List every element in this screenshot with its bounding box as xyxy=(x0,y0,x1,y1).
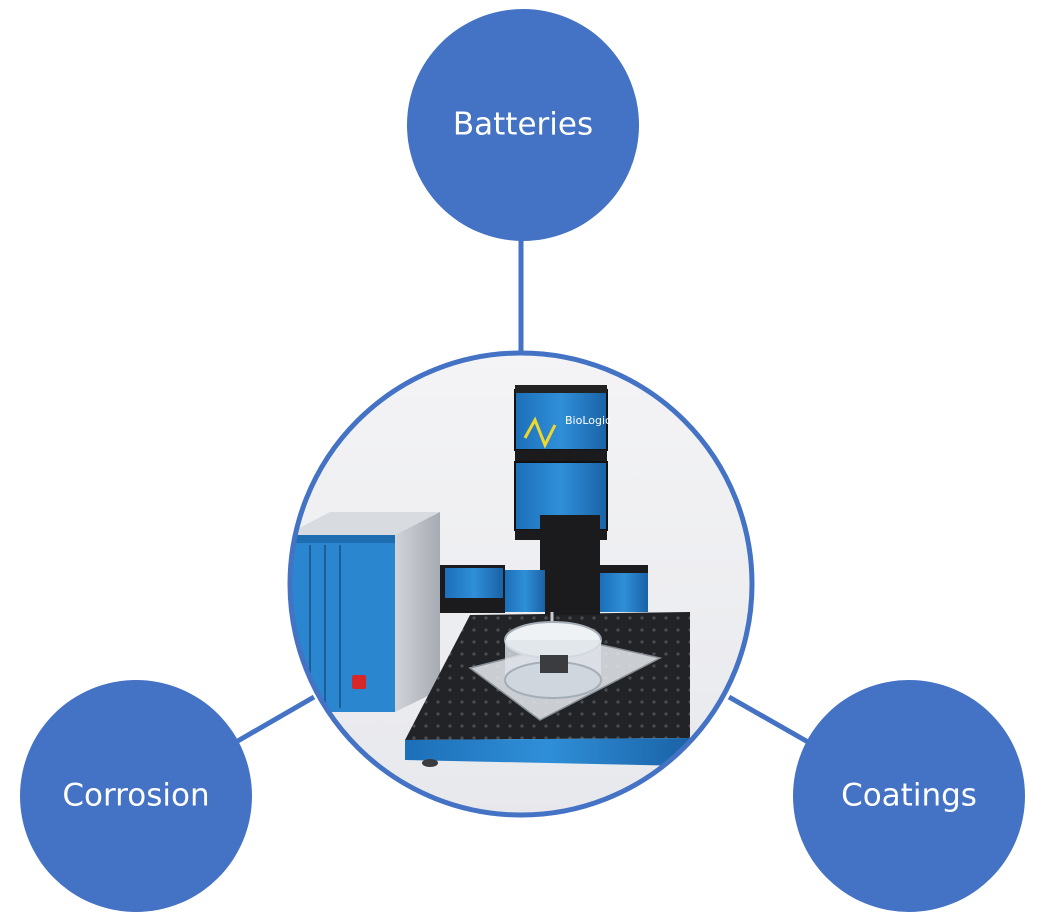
center-photo-circle: BioLogic xyxy=(287,350,755,818)
connector-lines xyxy=(234,240,810,745)
node-batteries: Batteries xyxy=(407,9,639,241)
node-label-batteries: Batteries xyxy=(453,107,593,143)
node-label-corrosion: Corrosion xyxy=(62,778,209,814)
scanner-arm xyxy=(440,565,648,630)
node-corrosion: Corrosion xyxy=(20,680,252,912)
connector-corrosion xyxy=(234,694,316,745)
brand-logo-text: BioLogic xyxy=(565,414,611,427)
scanner-column: BioLogic xyxy=(514,385,611,575)
node-coatings: Coatings xyxy=(793,680,1025,912)
workstation-photo: BioLogic xyxy=(292,355,750,813)
electrochemical-cell xyxy=(468,621,663,721)
connector-coatings xyxy=(727,694,810,745)
node-label-coatings: Coatings xyxy=(841,778,977,814)
